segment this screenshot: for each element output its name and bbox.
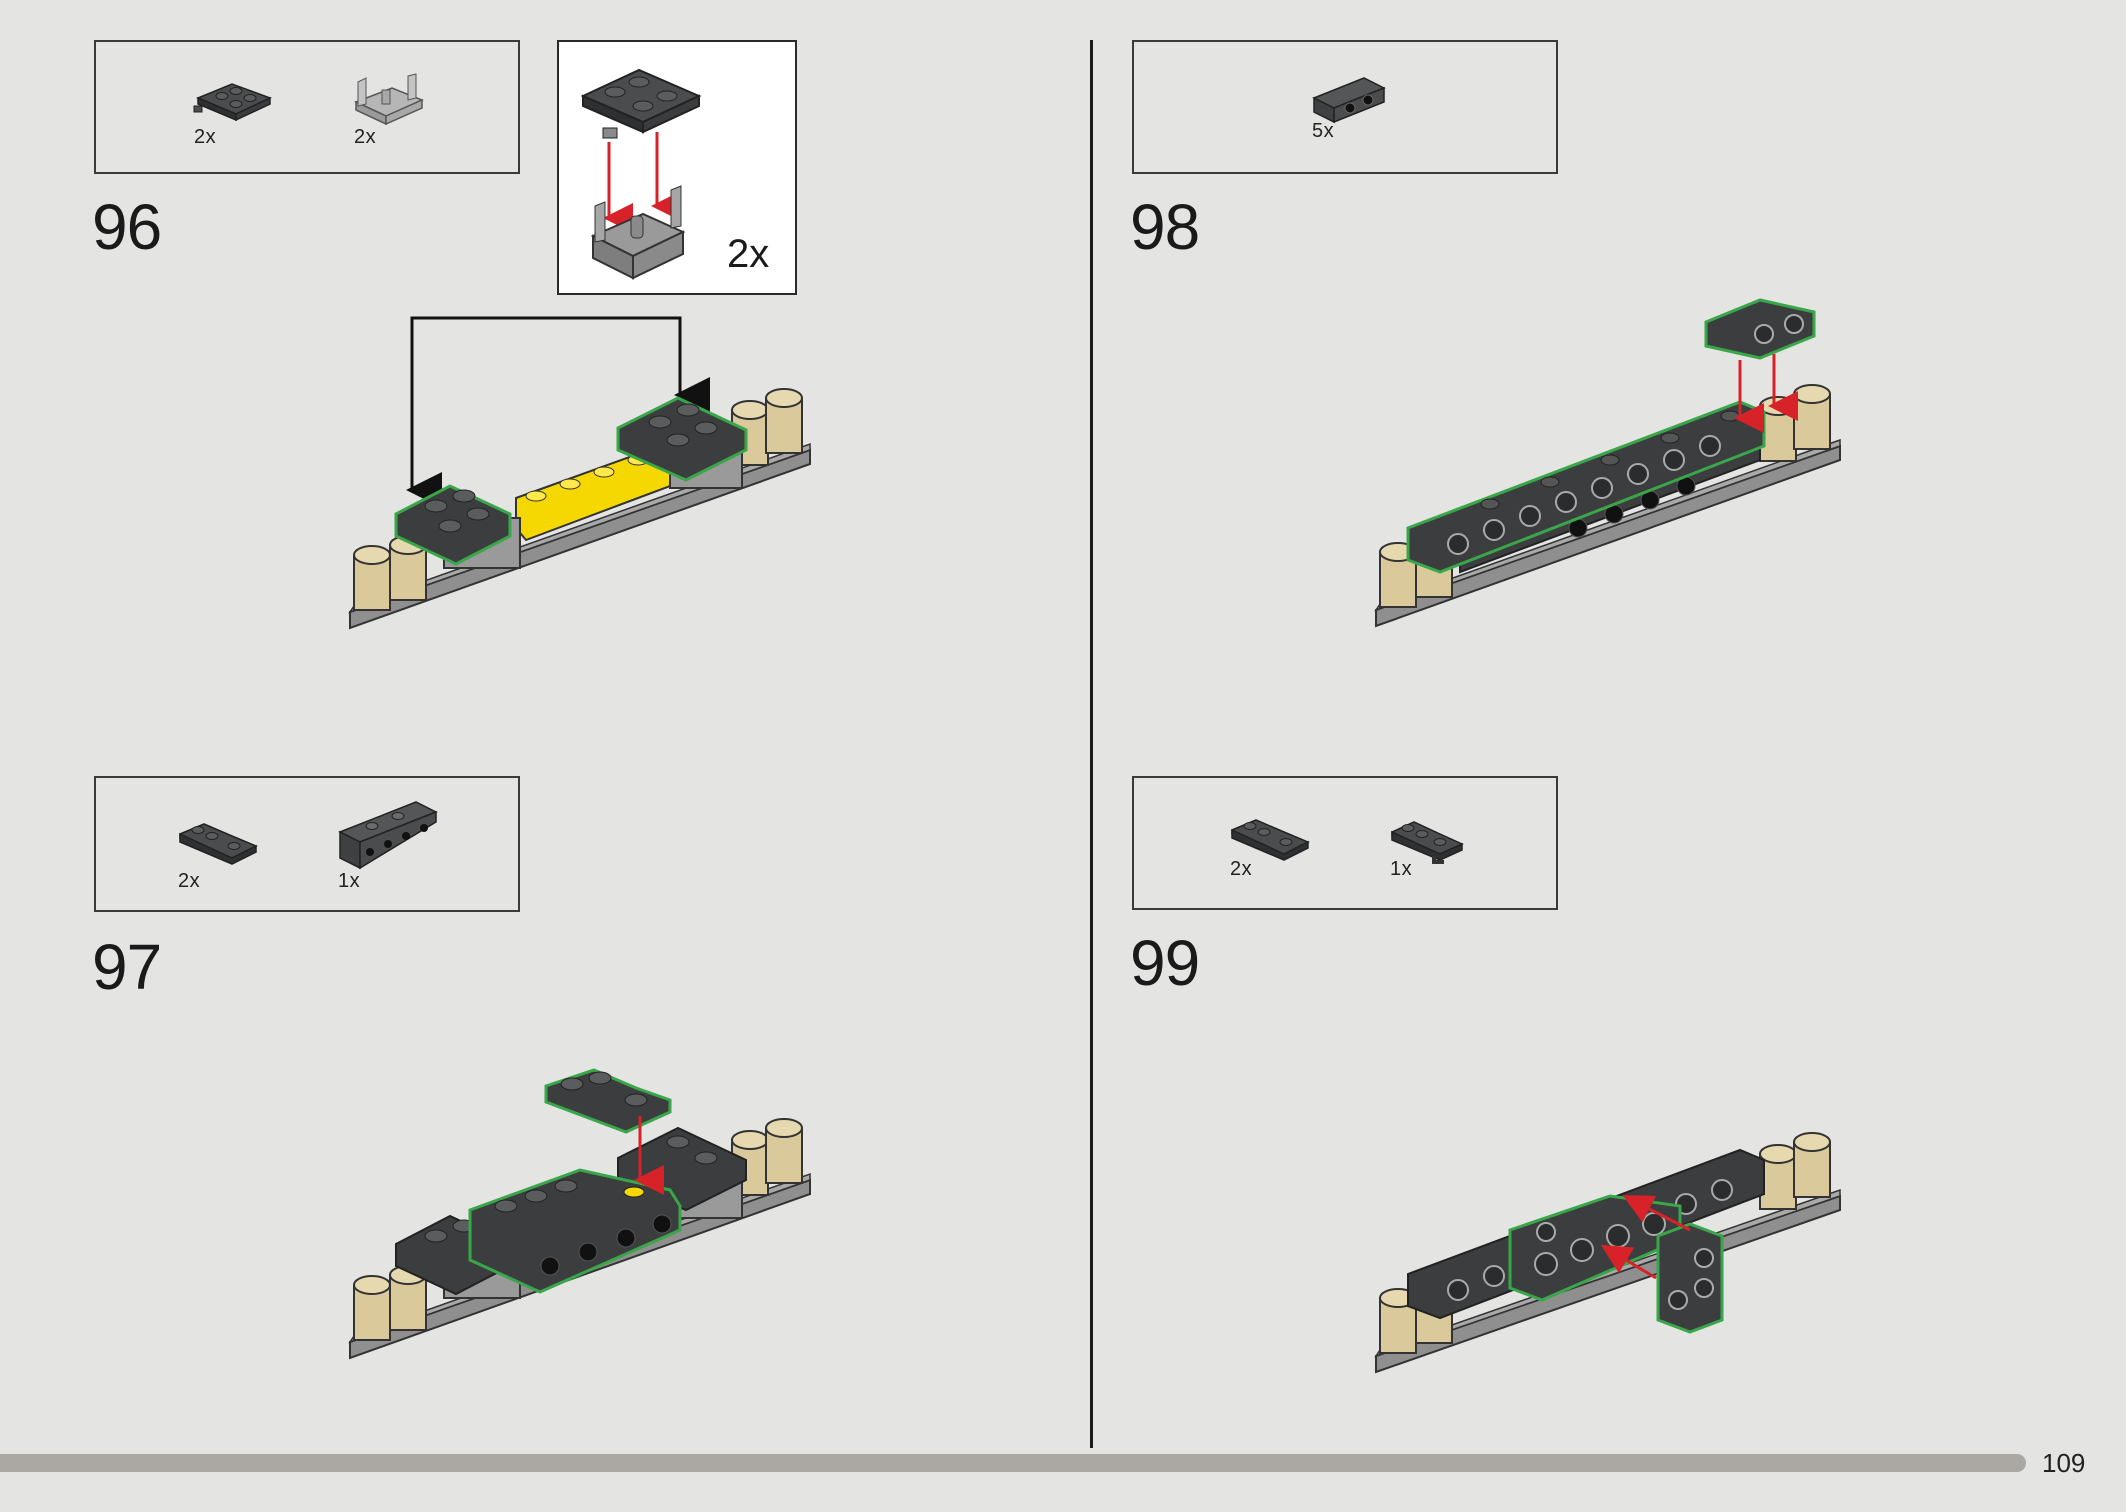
parts-list-step-99: 2x 1x — [1132, 776, 1558, 910]
part-qty: 2x — [194, 126, 217, 148]
parts-list-step-97: 2x 1x — [94, 776, 520, 912]
step-number: 99 — [1130, 927, 1200, 999]
hinge-base-icon — [354, 73, 424, 126]
step-98-model-illustration — [1374, 298, 1841, 628]
subassembly-plate-on-hinge-icon — [580, 68, 702, 280]
plate-2x2-with-pin-icon — [193, 83, 272, 122]
part-qty: 1x — [1390, 858, 1413, 880]
page-divider — [1090, 40, 1093, 1448]
bracket-1x4-icon — [338, 801, 438, 870]
footer-progress-bar — [0, 1454, 2026, 1472]
plate-corner-with-clip-icon — [1391, 821, 1464, 864]
parts-list-step-98: 5x — [1132, 40, 1558, 174]
parts-list-step-96: 2x 2x — [94, 40, 520, 174]
part-qty: 1x — [338, 870, 361, 892]
part-qty: 2x — [178, 870, 201, 892]
plate-corner-icon — [179, 823, 258, 865]
bracket-1x2-icon — [1312, 77, 1386, 124]
step-99-model-illustration — [1374, 1132, 1841, 1374]
step-number: 98 — [1130, 191, 1200, 263]
subassembly-qty: 2x — [727, 232, 770, 276]
step-96-model-illustration — [348, 316, 811, 630]
plate-corner-icon — [1231, 819, 1310, 861]
part-qty: 5x — [1312, 120, 1335, 142]
step-number: 96 — [92, 191, 162, 263]
part-qty: 2x — [354, 126, 377, 148]
step-number: 97 — [92, 931, 162, 1003]
part-qty: 2x — [1230, 858, 1253, 880]
subassembly-callout: 2x — [557, 40, 797, 295]
step-97-model-illustration — [348, 1068, 811, 1360]
page-number: 109 — [2042, 1448, 2086, 1478]
